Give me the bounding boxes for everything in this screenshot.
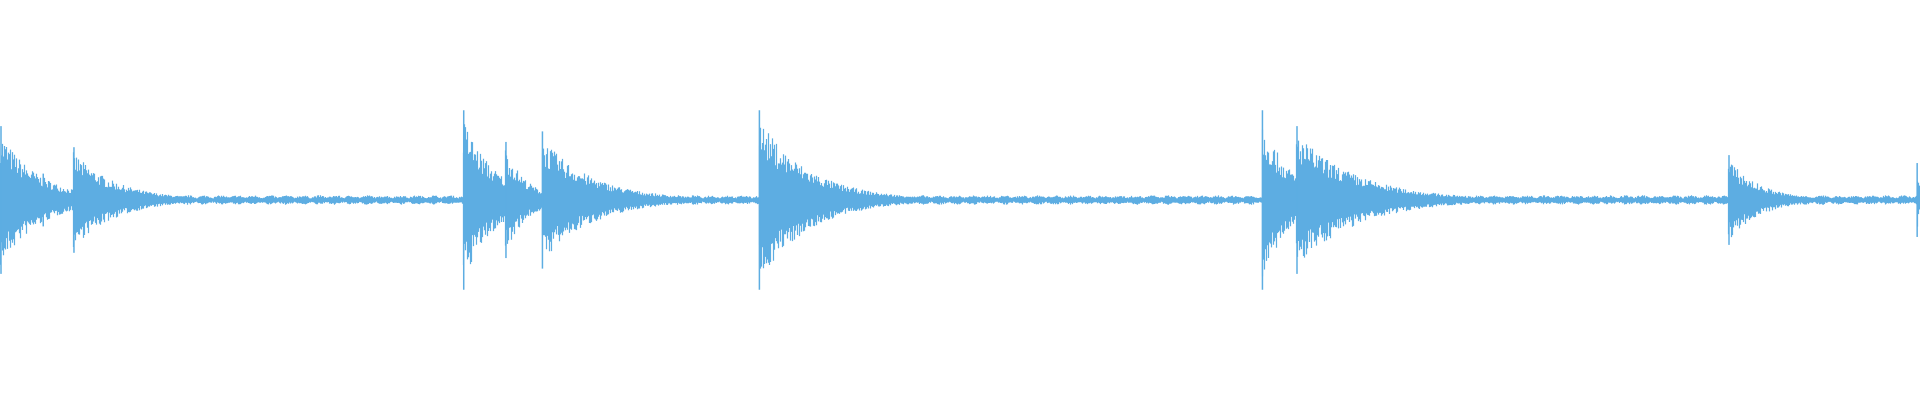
waveform-trace	[0, 110, 1920, 290]
waveform-samples	[0, 124, 1920, 277]
